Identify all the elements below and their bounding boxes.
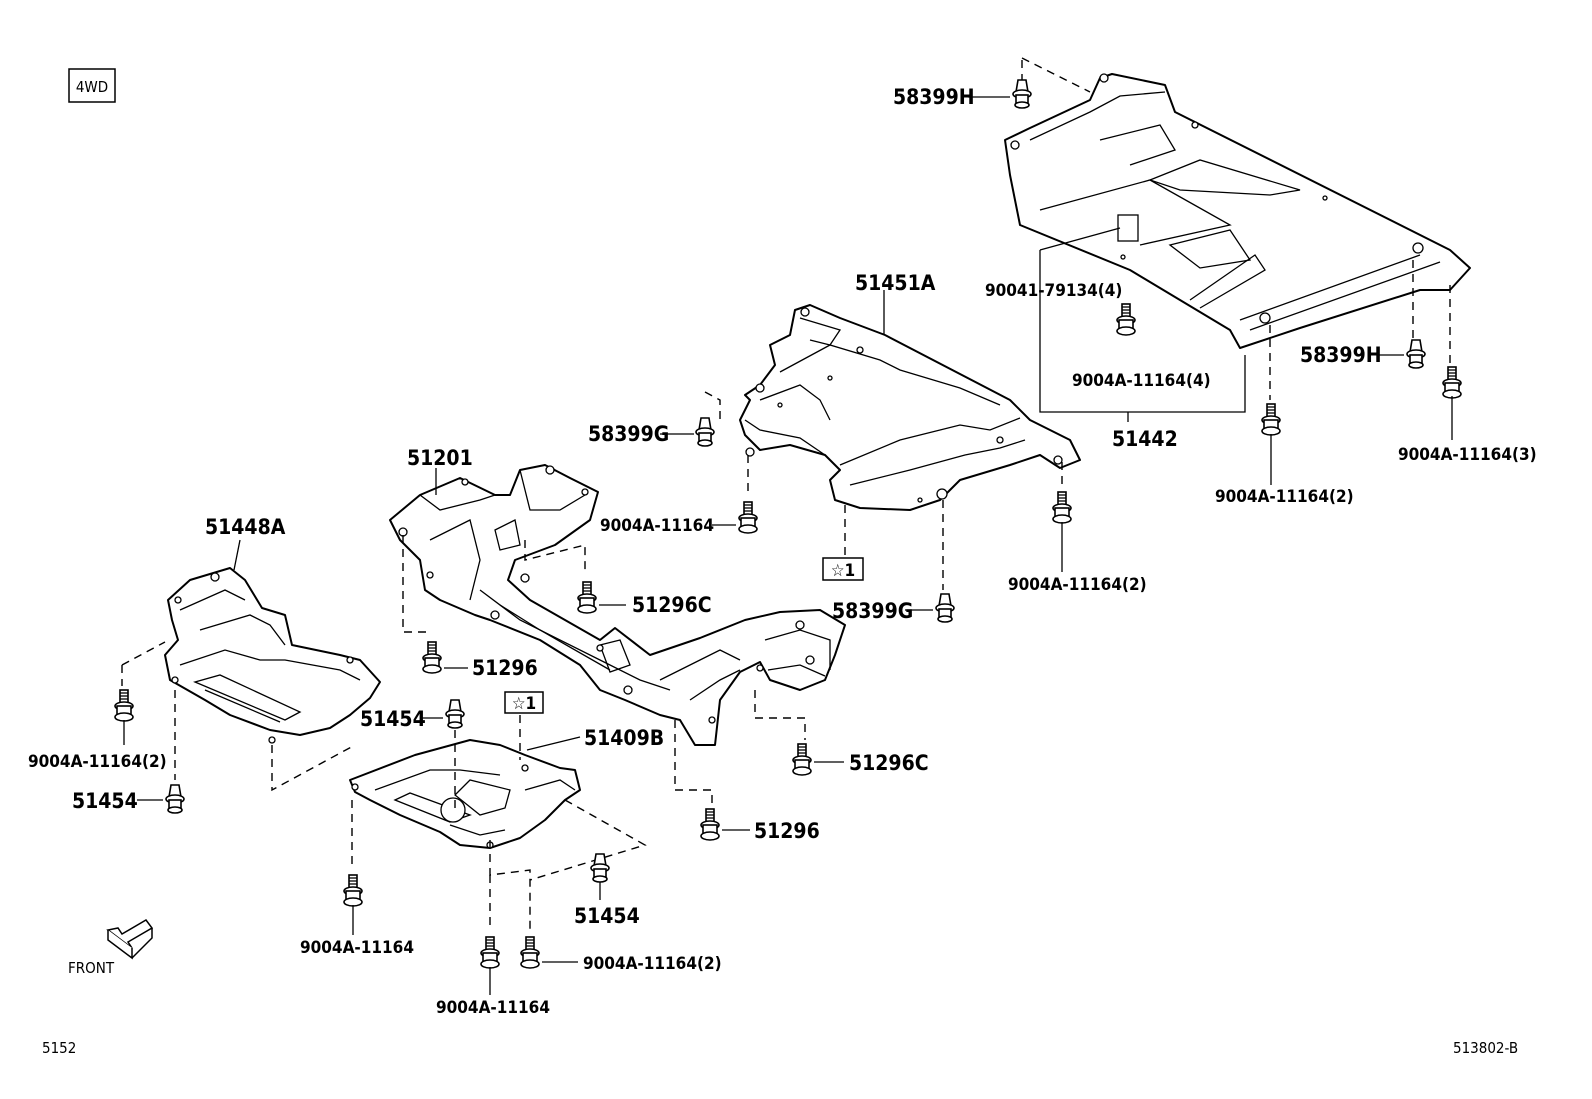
bolt-51296C-top — [577, 581, 597, 614]
label-9004A-bl: 9004A-11164 — [300, 938, 414, 958]
variant-box: 4WD — [68, 68, 116, 103]
part-51409B-cover — [349, 739, 581, 849]
label-9004A-2-bc: 9004A-11164(2) — [583, 954, 722, 974]
label-51448A: 51448A — [205, 515, 286, 539]
bolt-9004A-2-bc — [520, 936, 540, 969]
label-9004A-2-left: 9004A-11164(2) — [28, 752, 167, 772]
label-51409B: 51409B — [584, 726, 664, 750]
label-51201: 51201 — [407, 446, 473, 470]
label-9004A-3: 9004A-11164(3) — [1398, 445, 1537, 465]
clip-58399H-top — [1012, 79, 1032, 109]
front-label: FRONT — [68, 959, 115, 977]
variant-label: 4WD — [76, 78, 108, 96]
label-51296C-bottom: 51296C — [849, 751, 929, 775]
label-9004A-2-mid: 9004A-11164(2) — [1008, 575, 1147, 595]
bolt-9004A-2-right — [1261, 403, 1281, 436]
page-code: 5152 — [42, 1039, 76, 1057]
part-51451A-cover — [739, 304, 1081, 511]
front-arrow-icon — [106, 919, 154, 960]
part-51201-crossmember — [389, 464, 846, 746]
label-58399H-top: 58399H — [893, 85, 975, 109]
bolt-51296-bottom — [700, 808, 720, 841]
bolt-9004A-3 — [1442, 366, 1462, 399]
part-51442-cover — [1004, 73, 1471, 349]
reference-box-a: ☆1 — [822, 557, 864, 581]
bolt-9004A-2-mid — [1052, 491, 1072, 524]
label-51442: 51442 — [1112, 427, 1178, 451]
clip-51454-left — [165, 784, 185, 814]
label-51296-bottom: 51296 — [754, 819, 820, 843]
label-9004A-mid: 9004A-11164 — [600, 516, 714, 536]
bolt-9004A-mid — [738, 501, 758, 534]
label-9004A-bc: 9004A-11164 — [436, 998, 550, 1018]
diagram-code: 513802-B — [1453, 1039, 1518, 1057]
clip-58399G-bottom — [935, 593, 955, 623]
label-58399G-bottom: 58399G — [832, 599, 913, 623]
bolt-9004A-4 — [1116, 303, 1136, 336]
label-58399G-top: 58399G — [588, 422, 669, 446]
label-51454-c: 51454 — [574, 904, 640, 928]
label-51454-a: 51454 — [360, 707, 426, 731]
label-58399H-right: 58399H — [1300, 343, 1382, 367]
reference-label-a: ☆1 — [831, 561, 855, 581]
bolt-51296C-bottom — [792, 743, 812, 776]
label-51454-b: 51454 — [72, 789, 138, 813]
clip-58399G-top — [695, 417, 715, 447]
bolt-9004A-bc — [480, 936, 500, 969]
bolt-51296-left — [422, 641, 442, 674]
clip-51454-top — [445, 699, 465, 729]
label-51451A: 51451A — [855, 271, 936, 295]
bolt-9004A-2-left — [114, 689, 134, 722]
reference-box-b: ☆1 — [504, 691, 544, 714]
label-90041-79134: 90041-79134(4) — [985, 281, 1122, 301]
reference-label-b: ☆1 — [512, 694, 536, 714]
label-51296-left: 51296 — [472, 656, 538, 680]
clip-58399H-right — [1406, 339, 1426, 369]
label-51296C-top: 51296C — [632, 593, 712, 617]
bolt-9004A-bl — [343, 874, 363, 907]
clip-51454-bottom — [590, 853, 610, 883]
part-51448A-cover — [164, 567, 381, 744]
label-9004A-2-right: 9004A-11164(2) — [1215, 487, 1354, 507]
label-9004A-4: 9004A-11164(4) — [1072, 371, 1211, 391]
